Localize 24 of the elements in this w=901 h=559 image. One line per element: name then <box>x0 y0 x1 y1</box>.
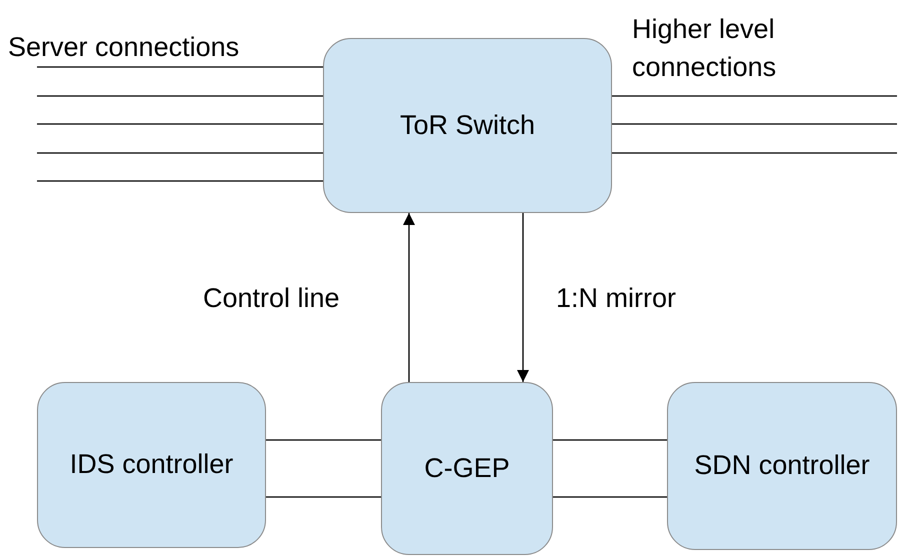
rounded-box <box>323 38 612 213</box>
connection-line <box>612 95 897 97</box>
connection-line <box>266 496 381 498</box>
rounded-box <box>667 382 897 550</box>
rounded-box <box>37 382 266 548</box>
connection-line <box>553 439 667 441</box>
connection-line <box>37 123 323 125</box>
arrow <box>403 213 415 382</box>
connection-line <box>553 496 667 498</box>
node-label: ToR Switch <box>400 108 536 142</box>
connection-line <box>612 152 897 154</box>
node-label: C-GEP <box>424 452 510 485</box>
connection-line <box>266 439 381 441</box>
node-label: IDS controller <box>70 448 234 482</box>
rounded-box <box>381 382 553 555</box>
connection-line <box>37 180 323 182</box>
node-label: SDN controller <box>694 449 870 482</box>
text-label: Higher level connections <box>632 13 778 84</box>
connection-line <box>37 66 323 68</box>
arrow <box>517 213 529 382</box>
connection-line <box>612 123 897 125</box>
text-label: Server connections <box>8 31 240 64</box>
connection-line <box>37 152 323 154</box>
connection-line <box>37 95 323 97</box>
